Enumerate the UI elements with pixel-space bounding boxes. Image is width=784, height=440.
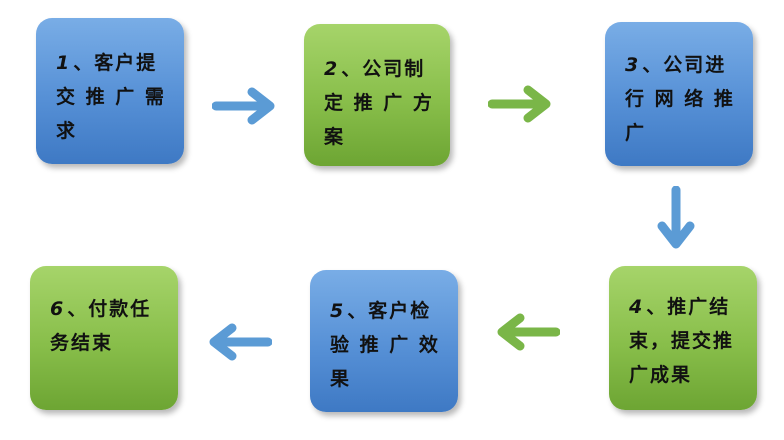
step-6-line-1: 、付款任 <box>67 298 152 320</box>
step-1-box: 1、客户提 交 推 广 需 求 <box>36 18 184 164</box>
step-5-number: 5 <box>330 300 346 322</box>
step-4-line-1: 、推广结 <box>646 296 731 318</box>
step-2-number: 2 <box>324 58 340 80</box>
step-2-box: 2、公司制 定 推 广 方 案 <box>304 24 450 166</box>
step-6-number: 6 <box>50 298 66 320</box>
arrow-left-2 <box>209 323 272 361</box>
step-6-line-2: 务结束 <box>50 332 114 354</box>
step-5-box: 5、客户检 验 推 广 效 果 <box>310 270 458 412</box>
arrow-left-1 <box>497 313 560 351</box>
step-4-line-3: 广成果 <box>629 364 693 386</box>
step-5-line-1: 、客户检 <box>347 300 432 322</box>
step-2-line-3: 案 <box>324 126 346 148</box>
step-3-line-2: 行 网 络 推 <box>625 88 735 110</box>
arrow-down <box>657 186 695 249</box>
step-2-line-1: 、公司制 <box>341 58 426 80</box>
step-3-line-3: 广 <box>625 122 647 144</box>
step-1-line-2: 交 推 广 需 <box>56 86 166 108</box>
step-6-box: 6、付款任 务结束 <box>30 266 178 410</box>
step-4-number: 4 <box>629 296 645 318</box>
step-5-line-3: 果 <box>330 368 352 390</box>
step-1-line-3: 求 <box>56 120 78 142</box>
step-4-box: 4、推广结 束，提交推 广成果 <box>609 266 757 410</box>
step-3-line-1: 、公司进 <box>642 54 727 76</box>
arrow-right-2 <box>488 85 551 123</box>
step-3-number: 3 <box>625 54 641 76</box>
step-1-number: 1 <box>56 52 72 74</box>
step-3-box: 3、公司进 行 网 络 推 广 <box>605 22 753 166</box>
step-1-line-1: 、客户提 <box>73 52 158 74</box>
step-5-line-2: 验 推 广 效 <box>330 334 440 356</box>
step-4-line-2: 束，提交推 <box>629 330 735 352</box>
arrow-right-1 <box>212 87 275 125</box>
step-2-line-2: 定 推 广 方 <box>324 92 434 114</box>
